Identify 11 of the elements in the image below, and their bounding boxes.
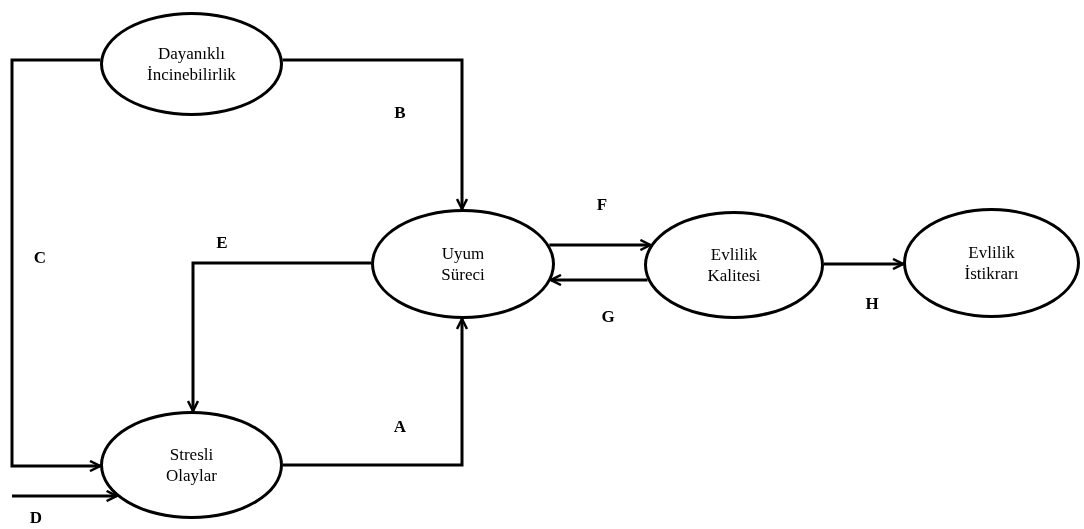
- node-label: Dayanıklı İncinebilirlik: [146, 42, 237, 86]
- arrow: [282, 58, 469, 211]
- arrow: [283, 317, 469, 467]
- node-label: Uyum Süreci: [440, 242, 486, 286]
- node-label: Stresli Olaylar: [165, 443, 218, 487]
- node-label: Evlilik Kalitesi: [706, 243, 762, 287]
- node-label: Evlilik İstikrarı: [963, 241, 1020, 285]
- arrow: [12, 489, 118, 503]
- arrow: [186, 261, 371, 413]
- arrow: [824, 257, 905, 271]
- arrow: [10, 58, 102, 473]
